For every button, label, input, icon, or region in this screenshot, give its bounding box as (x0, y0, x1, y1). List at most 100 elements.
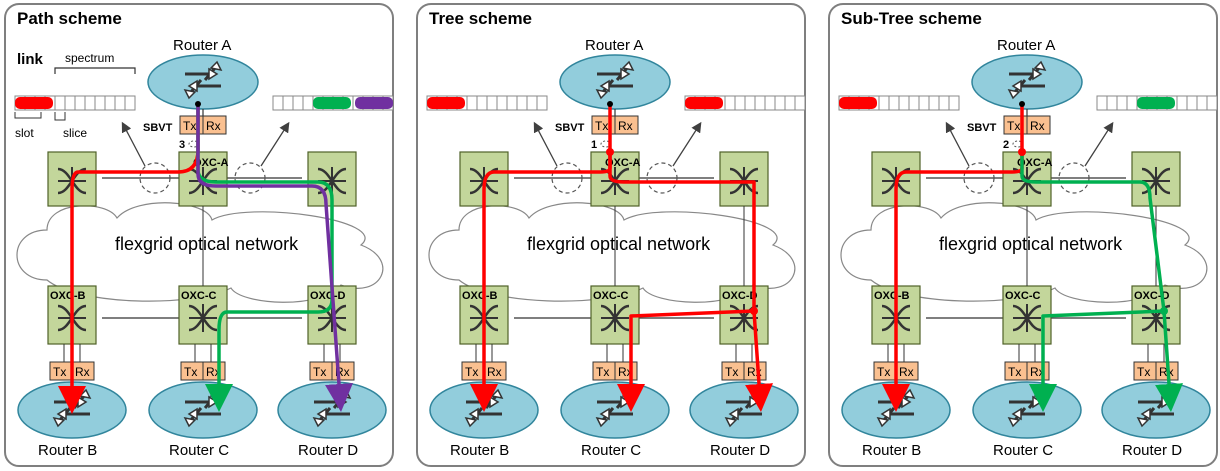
slot-bracket (14, 112, 42, 119)
spectrum-slice (1186, 95, 1198, 111)
tx-label: Tx (53, 365, 66, 379)
network-label: flexgrid optical network (115, 234, 299, 254)
rx-label: Rx (618, 365, 633, 379)
spectrum-slice (74, 95, 86, 111)
spectrum-slice (496, 95, 508, 111)
spectrum-slice (1206, 95, 1218, 111)
router-label: Router B (450, 442, 509, 459)
spectrum-slice (754, 95, 766, 111)
oxc-icon (1141, 167, 1171, 195)
router-a-label: Router A (173, 37, 231, 54)
cloud-shape (840, 202, 1208, 303)
spectrum-slice (476, 95, 488, 111)
lightpath-green (1029, 309, 1165, 412)
spectrum-slice (918, 95, 930, 111)
link-highlight-right (646, 162, 678, 194)
source-node (1019, 101, 1025, 107)
spectrum-slice (124, 95, 136, 111)
spectrum-slice (1176, 95, 1188, 111)
spectrum-slice (114, 95, 126, 111)
spectrum-right (684, 95, 806, 111)
router-label: Router C (169, 442, 229, 459)
spectrum-slice (526, 95, 538, 111)
sbvt-label: SBVT (555, 122, 585, 134)
router-a (971, 54, 1083, 110)
spectrum-left (14, 95, 136, 111)
link-highlight-left (551, 162, 583, 194)
oxc-label: OXC-D (722, 290, 758, 302)
oxc-label: OXC-C (1005, 290, 1041, 302)
sbvt-label: SBVT (143, 122, 173, 134)
tx-label: Tx (596, 365, 609, 379)
router-label: Router D (298, 442, 358, 459)
lightpath-green (1020, 150, 1184, 412)
spectrum-slice (536, 95, 548, 111)
router-d (277, 381, 387, 439)
spectrum-slot-red (427, 97, 465, 109)
pointer-arrow-right (260, 121, 290, 167)
spectrum-slice (928, 95, 940, 111)
rx-label: Rx (618, 119, 633, 133)
split-node (1160, 307, 1168, 315)
network-label: flexgrid optical network (939, 234, 1123, 254)
spectrum-slice (466, 95, 478, 111)
sbvt-rx (1026, 115, 1051, 135)
spectrum-bracket (54, 67, 136, 74)
spectrum-slice (282, 95, 294, 111)
rx-label: Rx (206, 119, 221, 133)
rx-label: Rx (1030, 365, 1045, 379)
spectrum-slice (1116, 95, 1128, 111)
rx-label: Rx (75, 365, 90, 379)
spectrum-slice (774, 95, 786, 111)
spectrum-right (272, 95, 394, 111)
spectrum-slice (486, 95, 498, 111)
oxc-a-label: OXC-A (193, 157, 229, 169)
spectrum-slice (908, 95, 920, 111)
oxc-label: OXC-C (593, 290, 629, 302)
rx-label: Rx (487, 365, 502, 379)
oxc-a-label: OXC-A (605, 157, 641, 169)
spectrum-slice (734, 95, 746, 111)
spectrum-slice (724, 95, 736, 111)
spectrum-slot-red (15, 97, 53, 109)
spectrum-slice (794, 95, 806, 111)
pointer-arrow-left (121, 121, 146, 167)
router-c (972, 381, 1082, 439)
tx-label: Tx (313, 365, 326, 379)
spectrum-slice (272, 95, 284, 111)
oxc-label: OXC-C (181, 290, 217, 302)
spectrum-slice (898, 95, 910, 111)
router-label: Router D (710, 442, 770, 459)
spectrum-slot-green (313, 97, 351, 109)
spectrum-slice (1106, 95, 1118, 111)
spectrum-slot-purple (355, 97, 393, 109)
pointer-arrow-right (672, 121, 702, 167)
router-label: Router C (993, 442, 1053, 459)
router-a (559, 54, 671, 110)
pointer-arrow-left (533, 121, 558, 167)
tx-label: Tx (1007, 119, 1020, 133)
router-label: Router B (38, 442, 97, 459)
spectrum-slice (1196, 95, 1208, 111)
spectrum-slice (292, 95, 304, 111)
lightpath-red (608, 150, 774, 412)
rx-label: Rx (899, 365, 914, 379)
spectrum-slot-green (1137, 97, 1175, 109)
sbvt-label: SBVT (967, 122, 997, 134)
panel-title: Path scheme (17, 9, 122, 28)
oxc-icon (600, 304, 630, 332)
transceiver-count: 3 (179, 139, 185, 151)
split-node (750, 307, 758, 315)
tx-label: Tx (184, 365, 197, 379)
router-d (1101, 381, 1211, 439)
spectrum-slot-red (685, 97, 723, 109)
link-highlight-right (234, 162, 266, 194)
oxc-label: OXC-B (462, 290, 498, 302)
network-label: flexgrid optical network (527, 234, 711, 254)
tx-label: Tx (725, 365, 738, 379)
spectrum-slice (878, 95, 890, 111)
spectrum-label: spectrum (65, 51, 114, 65)
